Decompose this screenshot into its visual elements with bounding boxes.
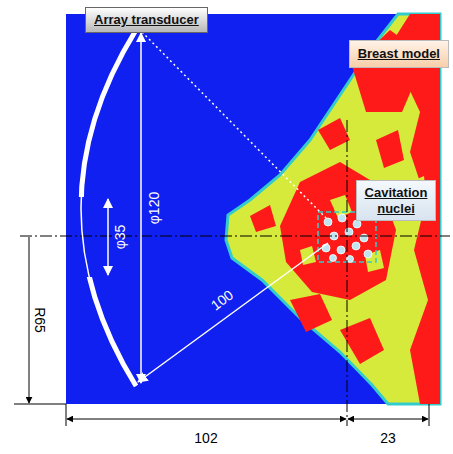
transducer-elements [81, 30, 136, 386]
center-line [347, 120, 348, 426]
dimension-text: 102 [194, 431, 217, 445]
label-box: Array transducer [85, 7, 208, 33]
dimension-text: 100 [208, 287, 235, 312]
dimension-line [29, 237, 30, 403]
transducer-arc [81, 30, 136, 386]
label-box: Cavitation nuclei [356, 180, 436, 221]
box-label: Breast model [358, 46, 440, 62]
dimension-text: 23 [380, 431, 396, 445]
extension-line [14, 404, 66, 405]
box-label: Cavitation nuclei [361, 185, 431, 216]
radius-line [138, 243, 328, 382]
beam-line [142, 32, 328, 220]
breast-red-tissue [250, 14, 440, 404]
dimension-line [67, 419, 346, 420]
water-domain [66, 14, 440, 404]
box-label: Array transducer [94, 12, 199, 28]
dimension-text: φ120 [147, 192, 161, 224]
dimension-line [140, 33, 142, 383]
dimension-text: φ35 [113, 225, 127, 250]
extension-line [66, 404, 67, 426]
label-box: Breast model [349, 40, 449, 68]
dimension-line [107, 199, 109, 275]
extension-line [429, 404, 430, 426]
center-line [20, 236, 450, 237]
breast-tissue [226, 14, 440, 404]
dimension-line [348, 419, 428, 420]
dimension-text: R65 [33, 307, 47, 333]
